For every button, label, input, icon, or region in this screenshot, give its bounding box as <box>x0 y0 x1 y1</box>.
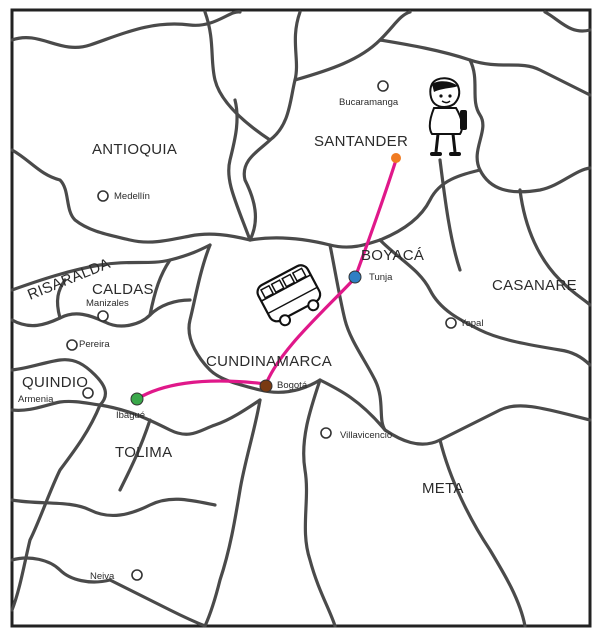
city-medellin: Medellín <box>114 191 150 202</box>
dept-cundinamarca: CUNDINAMARCA <box>206 353 332 370</box>
department-borders <box>10 10 592 628</box>
city-armenia: Armenia <box>18 394 54 405</box>
dept-santander: SANTANDER <box>314 133 408 150</box>
city-labels: Bucaramanga Medellín Tunja Manizales Per… <box>18 97 483 582</box>
dept-tolima: TOLIMA <box>115 444 172 461</box>
travel-route <box>135 158 398 401</box>
city-marker-bucaramanga <box>377 80 389 92</box>
city-marker-pereira <box>66 339 78 351</box>
city-manizales: Manizales <box>86 298 129 309</box>
bus-icon <box>256 264 322 327</box>
city-marker-villavicencio <box>320 427 332 439</box>
stop-ibague <box>130 392 144 406</box>
route-stops <box>130 153 401 406</box>
city-marker-neiva <box>131 569 143 581</box>
dept-meta: META <box>422 480 464 497</box>
city-neiva: Neiva <box>90 571 115 582</box>
city-bucaramanga: Bucaramanga <box>339 97 399 108</box>
city-ibague: Ibagué <box>116 410 145 421</box>
stop-tunja <box>348 270 362 284</box>
city-marker-armenia <box>82 387 94 399</box>
city-marker-manizales <box>97 310 109 322</box>
city-yopal: Yopal <box>460 318 483 329</box>
city-markers <box>66 80 457 581</box>
stop-santander <box>391 153 401 163</box>
dept-caldas: CALDAS <box>92 281 154 298</box>
city-pereira: Pereira <box>79 339 110 350</box>
map-frame <box>10 8 592 628</box>
stop-bogota <box>259 379 273 393</box>
dept-casanare: CASANARE <box>492 277 577 294</box>
dept-antioquia: ANTIOQUIA <box>92 141 177 158</box>
city-villavicencio: Villavicencio <box>340 430 392 441</box>
city-marker-medellin <box>97 190 109 202</box>
city-tunja: Tunja <box>369 272 393 283</box>
city-bogota: Bogotá <box>277 380 308 391</box>
dept-quindio: QUINDIO <box>22 374 88 391</box>
city-marker-yopal <box>445 317 457 329</box>
traveler-girl-icon <box>428 77 467 156</box>
dept-boyaca: BOYACÁ <box>361 247 424 264</box>
